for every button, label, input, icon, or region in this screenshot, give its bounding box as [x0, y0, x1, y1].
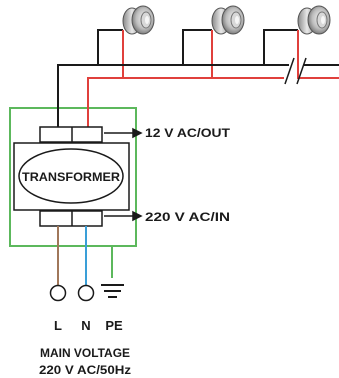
wire-break-marks: [284, 57, 307, 85]
recessed-led-spotlight-icon: [297, 5, 331, 35]
output-arrow: [104, 127, 143, 139]
earth-label: PE: [105, 318, 123, 333]
recessed-led-spotlight-icon: [122, 5, 155, 35]
input-arrow: [104, 210, 143, 222]
live-terminal-icon: [49, 284, 67, 302]
negative-bus-wire: [57, 64, 339, 128]
main-voltage-value: 220 V AC/50Hz: [39, 363, 131, 377]
transformer-label: TRANSFORMER: [22, 170, 120, 184]
transformer-label-ellipse: [18, 148, 124, 204]
led-lamp-3: [297, 5, 331, 35]
live-label: L: [54, 318, 62, 333]
positive-bus-wire: [87, 77, 339, 128]
secondary-terminal-block: [39, 126, 103, 143]
transformer-body: [13, 142, 130, 211]
main-voltage-title: MAIN VOLTAGE: [40, 346, 130, 360]
led-lamp-1: [122, 5, 155, 35]
neutral-label: N: [81, 318, 90, 333]
primary-terminal-block: [39, 210, 103, 227]
lamp-drop-wires: [97, 29, 298, 65]
recessed-led-spotlight-icon: [211, 5, 245, 35]
neutral-terminal-icon: [77, 284, 95, 302]
input-voltage-label: 220 V AC/IN: [145, 210, 230, 224]
transformer-enclosure: [9, 107, 137, 247]
output-voltage-label: 12 V AC/OUT: [145, 126, 231, 140]
ground-symbol-icon: [101, 284, 124, 298]
led-lamp-2: [211, 5, 245, 35]
lamp-drop-wires-red: [122, 30, 299, 78]
transformer: TRANSFORMER: [13, 126, 130, 227]
